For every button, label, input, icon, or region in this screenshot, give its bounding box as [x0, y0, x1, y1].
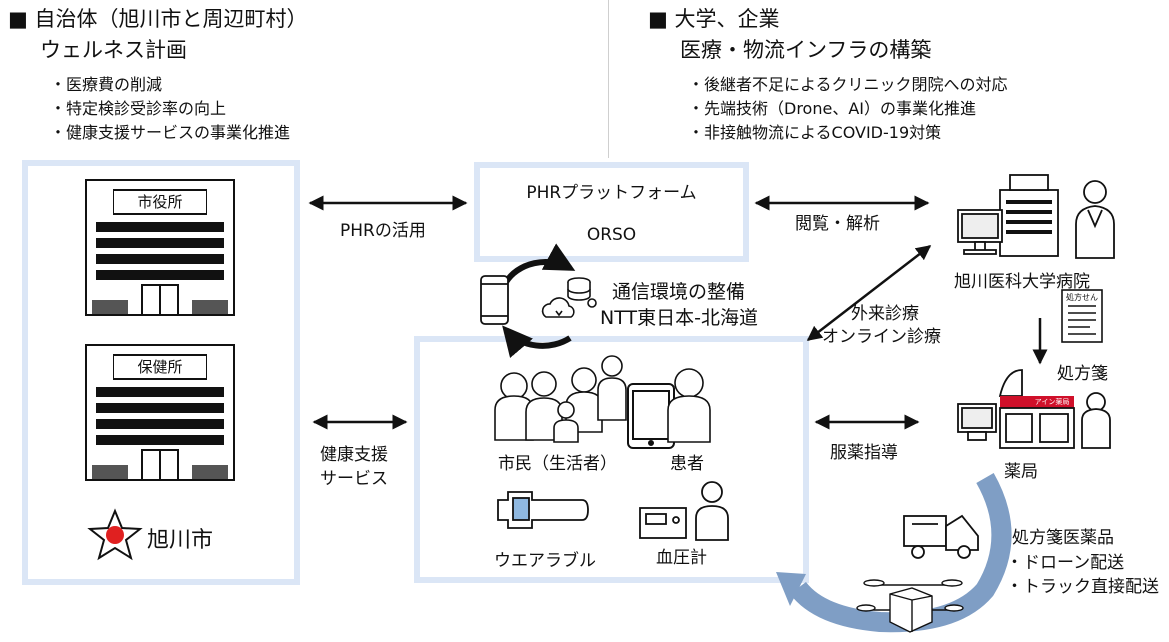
- city-name: 旭川市: [147, 528, 214, 553]
- right-bullet-2: ・先端技術（Drone、AI）の事業化推進: [688, 99, 976, 118]
- blood-pressure-monitor-icon: [639, 481, 729, 541]
- medication-guidance-label: 服薬指導: [830, 443, 898, 463]
- hospital-icon: [957, 174, 1115, 259]
- right-header-title-1: ■ 大学、企業: [648, 7, 780, 31]
- network-label-1: 通信環境の整備: [612, 281, 746, 303]
- hospital-label: 旭川医科大学病院: [954, 272, 1090, 292]
- health-support-label-2: サービス: [320, 469, 388, 489]
- left-bullet-3: ・健康支援サービスの事業化推進: [50, 123, 291, 142]
- truck-icon: [903, 514, 979, 559]
- left-header-title-2: ウェルネス計画: [40, 38, 187, 62]
- drone-icon: [856, 579, 964, 633]
- delivery-drone: ・ドローン配送: [1006, 553, 1125, 573]
- delivery-title: 処方箋医薬品: [1012, 528, 1114, 548]
- smartphone-icon: [480, 275, 509, 325]
- right-bullet-3: ・非接触物流によるCOVID-19対策: [688, 123, 942, 142]
- citizens-panel: [414, 336, 809, 583]
- left-bullet-2: ・特定検診受診率の向上: [50, 99, 227, 118]
- pharmacy-sign-text: アイン薬局: [1034, 398, 1070, 406]
- citizens-group-icon: [494, 355, 627, 443]
- citizens-label: 市民（生活者）: [498, 454, 617, 474]
- patient-icon: [667, 368, 711, 443]
- phr-platform-box: [474, 162, 749, 262]
- patient-label: 患者: [670, 454, 704, 474]
- left-bullet-1: ・医療費の削減: [50, 75, 163, 94]
- wearable-watch-icon: [497, 491, 589, 529]
- city-emblem-icon: [87, 508, 143, 561]
- cloud-database-icon: [541, 277, 597, 318]
- view-analyze-label: 閲覧・解析: [795, 214, 880, 234]
- health-support-label-1: 健康支援: [320, 445, 388, 465]
- prescription-form-icon: [1061, 289, 1103, 343]
- phr-use-label: PHRの活用: [340, 221, 426, 241]
- platform-name: ORSO: [586, 225, 637, 245]
- outpatient-label-2: オンライン診療: [822, 327, 941, 347]
- health-center-sign: 保健所: [114, 356, 206, 378]
- delivery-sweep-arrow: [776, 473, 1012, 633]
- left-header-title-1: ■ 自治体（旭川市と周辺町村）: [8, 7, 308, 31]
- right-header-title-2: 医療・物流インフラの構築: [680, 38, 932, 62]
- bp-monitor-label: 血圧計: [656, 548, 707, 568]
- network-label-2: NTT東日本-北海道: [600, 307, 758, 329]
- delivery-truck: ・トラック直接配送: [1006, 577, 1159, 597]
- pharmacy-label: 薬局: [1004, 462, 1038, 482]
- tablet-icon: [627, 383, 675, 449]
- header-divider: [608, 0, 609, 158]
- sync-cycle-icon: [502, 243, 576, 359]
- outpatient-label-1: 外来診療: [851, 304, 919, 324]
- city-office-sign: 市役所: [114, 191, 206, 213]
- pharmacy-icon: [957, 369, 1111, 449]
- prescription-label: 処方箋: [1057, 364, 1108, 384]
- prescription-form-text: 処方せん: [1066, 293, 1098, 302]
- right-bullet-1: ・後継者不足によるクリニック閉院への対応: [688, 75, 1008, 94]
- platform-title: PHRプラットフォーム: [526, 183, 697, 203]
- wearable-label: ウエアラブル: [494, 551, 596, 571]
